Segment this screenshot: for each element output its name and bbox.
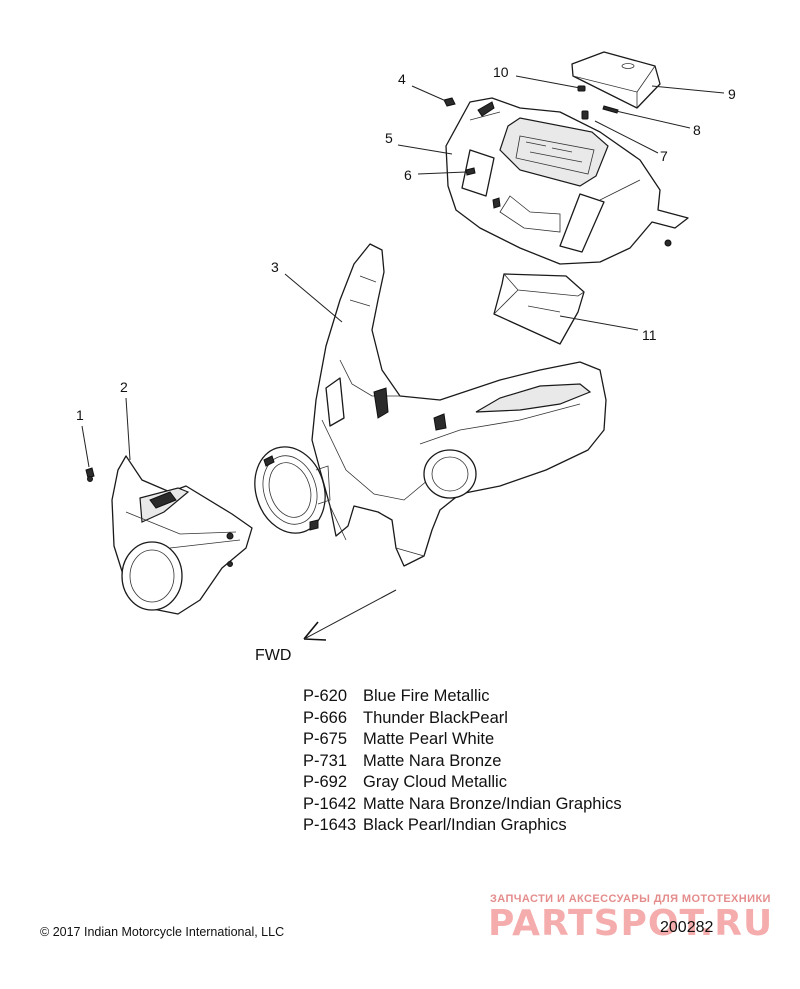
paint-name: Matte Nara Bronze xyxy=(363,751,502,770)
paint-code: P-692 xyxy=(303,773,348,791)
part-11-storage-pocket[interactable] xyxy=(493,273,585,345)
part-8-screw[interactable] xyxy=(602,105,619,114)
forward-direction-arrow xyxy=(303,589,397,641)
copyright-text: 2017 Indian Motorcycle International, LL… xyxy=(52,925,285,939)
callout-11: 11 xyxy=(642,327,657,343)
paint-code-list: P-620 Blue Fire Metallic P-666 Thunder Bla… xyxy=(303,686,622,837)
part-6-screw[interactable] xyxy=(465,167,501,209)
paint-code: P-666 xyxy=(303,708,348,727)
paint-name: Matte Nara Bronze/Indian Graphics xyxy=(363,794,622,813)
callout-2: 2 xyxy=(120,379,128,395)
callout-6: 6 xyxy=(404,167,412,183)
part-10-clip[interactable] xyxy=(577,85,586,92)
part-2-headlight-bezel[interactable] xyxy=(111,455,253,615)
callout-1: 1 xyxy=(76,407,84,423)
watermark-tagline: ЗАПЧАСТИ И АКСЕССУАРЫ ДЛЯ МОТОТЕХНИКИ xyxy=(490,893,771,905)
paint-code-row: P-692 Gray Cloud Metallic xyxy=(303,772,622,794)
paint-name: Gray Cloud Metallic xyxy=(363,773,507,791)
paint-name: Thunder BlackPearl xyxy=(363,708,508,727)
paint-code-row: P-1642 Matte Nara Bronze/Indian Graphics xyxy=(303,794,622,816)
diagram-number: 200282 xyxy=(660,919,714,936)
paint-code: P-1643 xyxy=(303,816,357,834)
part-4-nut[interactable] xyxy=(443,97,456,107)
callout-7: 7 xyxy=(660,148,668,164)
copyright-notice: © 2017 Indian Motorcycle International, … xyxy=(40,925,284,939)
callout-3: 3 xyxy=(271,259,279,275)
paint-code-row: P-675 Matte Pearl White xyxy=(303,729,622,751)
part-9-fairing-lid[interactable] xyxy=(571,51,661,109)
part-1-screw[interactable] xyxy=(85,467,95,482)
paint-code-row: P-620 Blue Fire Metallic xyxy=(303,686,622,708)
paint-name: Matte Pearl White xyxy=(363,730,495,748)
callout-4: 4 xyxy=(398,71,406,87)
part-7-fastener[interactable] xyxy=(581,110,589,120)
paint-code-row: P-666 Thunder BlackPearl xyxy=(303,708,622,730)
callout-9: 9 xyxy=(728,86,736,102)
headlight-retainer-ring[interactable] xyxy=(244,438,336,543)
part-5-inner-fairing[interactable] xyxy=(445,97,689,265)
paint-code-row: P-731 Matte Nara Bronze xyxy=(303,751,622,773)
paint-code-row: P-1643 Black Pearl/Indian Graphics xyxy=(303,815,622,837)
paint-code: P-731 xyxy=(303,751,348,770)
part-3-outer-fairing[interactable] xyxy=(311,243,607,567)
watermark-logo: PARTSPOT.RU xyxy=(488,903,774,944)
paint-code: P-1642 xyxy=(303,794,357,813)
paint-code: P-675 xyxy=(303,730,348,748)
paint-name: Black Pearl/Indian Graphics xyxy=(363,816,567,834)
fwd-label: FWD xyxy=(255,647,291,664)
paint-name: Blue Fire Metallic xyxy=(363,687,490,705)
callout-5: 5 xyxy=(385,130,393,146)
callout-10: 10 xyxy=(493,64,509,80)
leader-lines xyxy=(81,75,725,468)
paint-code: P-620 xyxy=(303,687,348,705)
copyright-symbol: © xyxy=(40,925,50,939)
callout-8: 8 xyxy=(693,122,701,138)
